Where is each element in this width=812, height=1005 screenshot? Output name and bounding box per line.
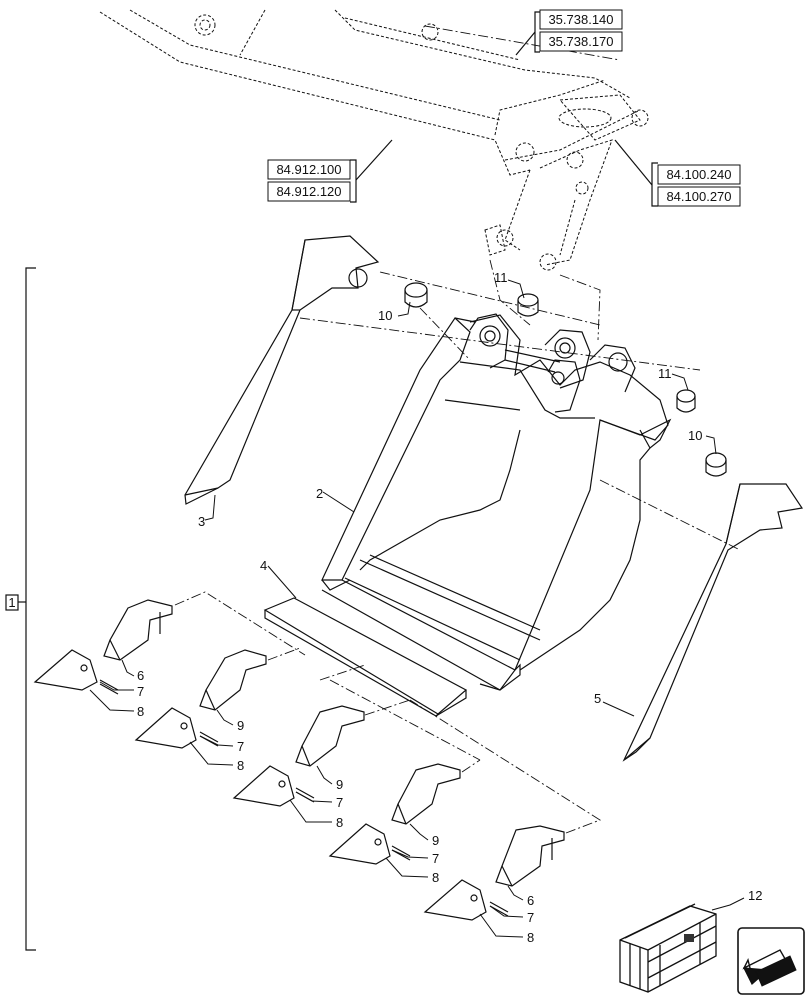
callout-8: 8: [137, 704, 144, 719]
side-cutter-left: [184, 235, 380, 505]
reference-label[interactable]: 84.912.120: [276, 184, 341, 199]
callout-7: 7: [527, 910, 534, 925]
bushing-11-upper: [517, 293, 539, 317]
callout-4: 4: [260, 558, 267, 573]
cutting-edge: [263, 597, 468, 717]
callout-6: 6: [527, 893, 534, 908]
reference-box-top[interactable]: 35.738.140 35.738.170: [539, 9, 623, 52]
group-label: 1: [8, 595, 15, 610]
callout-7: 7: [137, 684, 144, 699]
crate-icon: [619, 903, 717, 993]
bucket: [321, 313, 672, 691]
callout-9: 9: [432, 833, 439, 848]
callout-11: 11: [658, 366, 672, 381]
callout-numbers: 2 3 4 5 6 7 8 9 7 8 9 7 8 9 7 8 6 7 8 10…: [137, 270, 762, 945]
callout-3: 3: [198, 514, 205, 529]
callout-8: 8: [432, 870, 439, 885]
callout-8: 8: [527, 930, 534, 945]
callout-leaders: [89, 279, 745, 938]
tooth-alignment-lines: [174, 591, 602, 834]
group-bracket: [5, 267, 36, 951]
callout-7: 7: [237, 739, 244, 754]
reference-label[interactable]: 35.738.170: [548, 34, 613, 49]
callout-10: 10: [378, 308, 392, 323]
bushing-11-lower: [676, 389, 696, 413]
loader-arm: [99, 9, 649, 271]
arrow-icon: [742, 949, 797, 987]
callout-9: 9: [336, 777, 343, 792]
callout-7: 7: [432, 851, 439, 866]
tooth-assembly-2: [134, 649, 267, 749]
tooth-assembly-3: [232, 705, 365, 807]
callout-11: 11: [494, 270, 508, 285]
bushing-10-upper: [404, 282, 428, 308]
reference-box-left[interactable]: 84.912.100 84.912.120: [267, 159, 351, 202]
reference-leaders: [350, 11, 658, 207]
bushing-10-lower: [705, 452, 727, 477]
tooth-assembly-1: [33, 599, 173, 695]
callout-12: 12: [748, 888, 762, 903]
reference-label[interactable]: 84.100.270: [666, 189, 731, 204]
tooth-assembly-5: [423, 825, 565, 921]
callout-2: 2: [316, 486, 323, 501]
reference-box-right[interactable]: 84.100.240 84.100.270: [657, 164, 741, 207]
reference-label[interactable]: 84.912.100: [276, 162, 341, 177]
tooth-assembly-4: [328, 763, 461, 865]
callout-10: 10: [688, 428, 702, 443]
reference-label[interactable]: 84.100.240: [666, 167, 731, 182]
callout-8: 8: [336, 815, 343, 830]
callout-5: 5: [594, 691, 601, 706]
alignment-lines: [299, 25, 741, 551]
reference-label[interactable]: 35.738.140: [548, 12, 613, 27]
callout-8: 8: [237, 758, 244, 773]
side-cutter-right: [622, 483, 804, 762]
callout-7: 7: [336, 795, 343, 810]
nav-arrow-button[interactable]: [737, 927, 805, 995]
callout-9: 9: [237, 718, 244, 733]
callout-6: 6: [137, 668, 144, 683]
